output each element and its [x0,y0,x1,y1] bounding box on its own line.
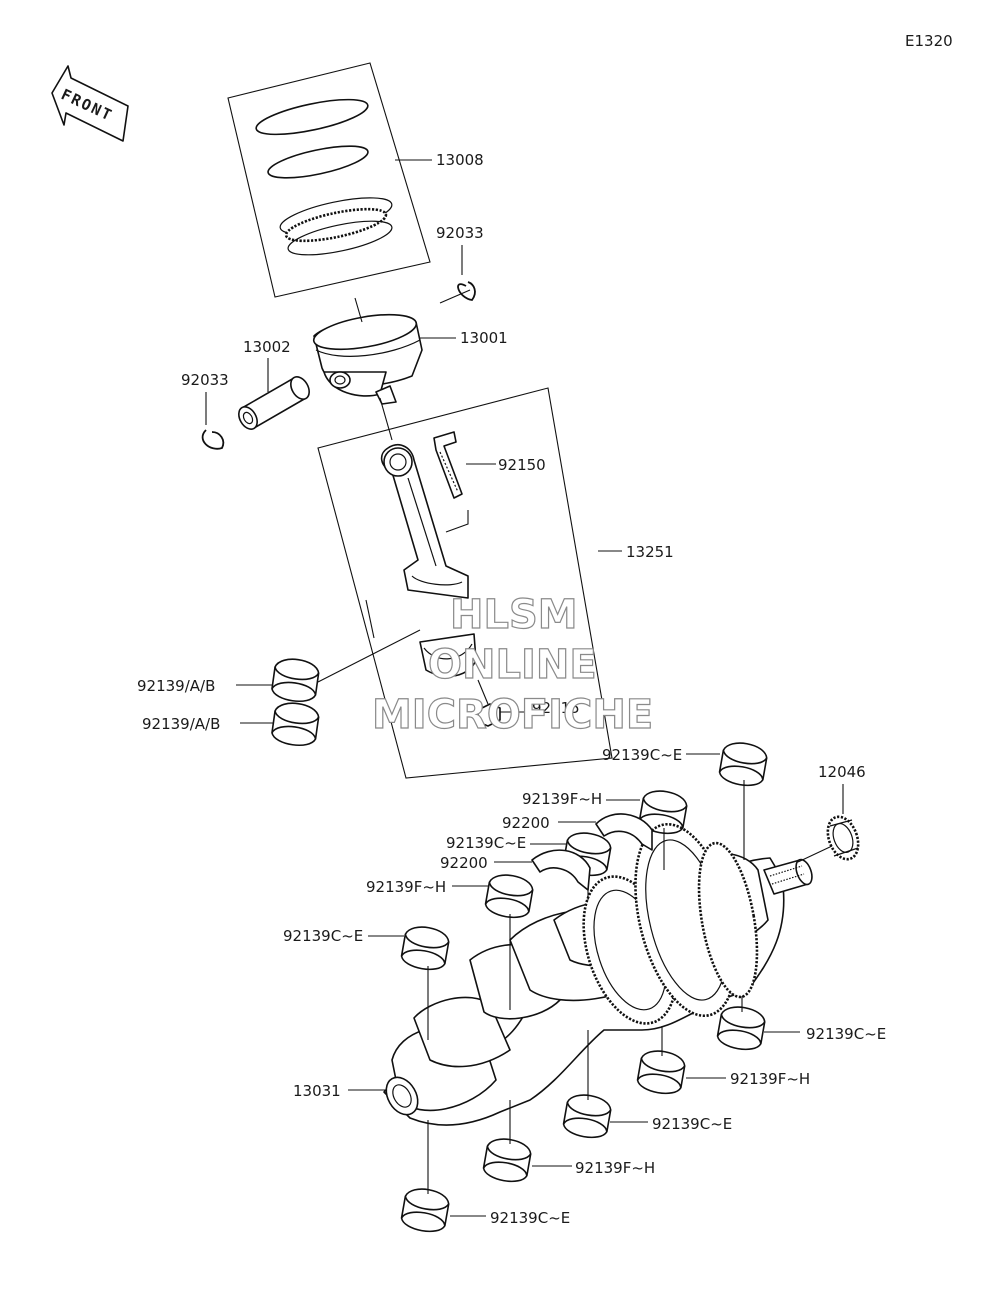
main-bearing-lower-2 [635,1047,688,1098]
rod-bolt-callout: 92150 [498,456,546,474]
main-brg-4-callout: 92139F~H [366,878,446,896]
ring-set-callout: 13008 [436,151,484,169]
main-bearing-lower-1 [715,1003,768,1054]
piston [312,313,423,405]
lower-brg-2-callout: 92139F~H [730,1070,810,1088]
main-brg-5-callout: 92139C~E [283,927,363,945]
lower-brg-1-callout: 92139C~E [806,1025,886,1043]
watermark-line1: HLSM [450,592,578,638]
lower-brg-5-callout: 92139C~E [490,1209,570,1227]
main-bearing-lower-3 [561,1091,614,1142]
diagram-code: E1320 [905,32,953,50]
watermark: HLSM ONLINE MICROFICHE [371,591,653,738]
main-bearing-upper-1 [717,739,770,790]
rod-bearing-upper-callout: 92139/A/B [137,677,215,695]
needle-bearing-callout: 12046 [818,763,866,781]
thrust-washer-2-callout: 92200 [440,854,488,872]
rod-nut-callout: 92015 [532,699,580,717]
piston-pin-callout: 13002 [243,338,291,356]
rod-bearing-upper [269,655,321,705]
front-arrow-icon: FRONT [51,65,129,142]
clip-right-callout: 92033 [436,224,484,242]
lower-brg-3-callout: 92139C~E [652,1115,732,1133]
rod-cap [419,633,477,678]
main-bearing-lower-5 [399,1185,452,1236]
main-brg-2-callout: 92139F~H [522,790,602,808]
piston-ring-set [227,62,431,298]
watermark-line3: MICROFICHE [372,692,653,738]
rod-bearing-lower [269,699,321,749]
needle-bearing [826,815,860,861]
main-brg-3-callout: 92139C~E [446,834,526,852]
main-bearing-upper-4 [483,871,536,922]
thrust-washer-1-callout: 92200 [502,814,550,832]
conrod-assy-callout: 13251 [626,543,674,561]
piston-pin-clip-left [201,429,225,450]
connecting-rod [380,444,469,599]
piston-pin [238,376,310,430]
thrust-washer-2 [531,849,591,891]
crank-gear-large [634,822,759,1018]
main-bearing-upper-5 [399,923,452,974]
crankshaft-callout: 13031 [293,1082,341,1100]
piston-pin-clip-right [457,281,476,301]
watermark-line2: ONLINE [428,642,597,688]
thrust-washer-1 [595,813,653,851]
lower-brg-4-callout: 92139F~H [575,1159,655,1177]
piston-callout: 13001 [460,329,508,347]
rod-nut [477,703,501,727]
rod-bolt [433,431,463,499]
clip-left-callout: 92033 [181,371,229,389]
main-bearing-lower-4 [481,1135,534,1186]
main-brg-1-callout: 92139C~E [602,746,682,764]
rod-bearing-lower-callout: 92139/A/B [142,715,220,733]
